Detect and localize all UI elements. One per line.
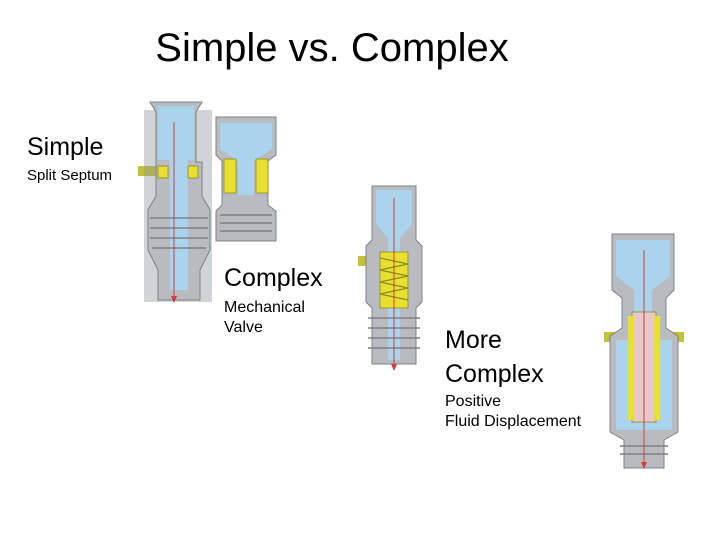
- complex-caption-line2: Valve: [224, 319, 263, 336]
- more-complex-caption-line2: Fluid Displacement: [445, 413, 582, 430]
- simple-caption: Split Septum: [27, 167, 113, 184]
- simple-heading: Simple: [27, 133, 104, 161]
- mechanical-valve-illustration: [358, 185, 423, 371]
- septum-yellow-left: [157, 165, 169, 179]
- split-septum-small-illustration: [215, 116, 277, 242]
- ridges: [150, 217, 208, 249]
- olive-bar: [358, 256, 372, 266]
- more-complex-caption-line1: Positive: [445, 393, 502, 410]
- fluid-reservoir: [220, 123, 272, 195]
- slide-title: Simple vs. Complex: [155, 26, 509, 70]
- olive-bar: [138, 166, 158, 176]
- yellow-seal-left: [628, 316, 634, 420]
- more-complex-heading-line1: More: [445, 326, 502, 354]
- fluid-channel: [158, 106, 194, 290]
- more-complex-heading-line2: Complex: [445, 360, 544, 388]
- flow-arrowhead: [391, 364, 397, 371]
- yellow-seal-left: [223, 158, 237, 194]
- yellow-seal-right: [654, 316, 660, 420]
- complex-heading: Complex: [224, 264, 323, 292]
- yellow-seal-right: [255, 158, 269, 194]
- complex-caption-line1: Mechanical: [224, 299, 305, 316]
- fluid-funnel: [616, 240, 670, 322]
- positive-displacement-illustration: [604, 233, 684, 469]
- split-septum-illustration: [138, 101, 212, 303]
- flow-arrowhead: [641, 462, 647, 469]
- flow-arrowhead: [171, 296, 177, 303]
- ridges: [220, 214, 272, 232]
- septum-yellow-right: [187, 165, 199, 179]
